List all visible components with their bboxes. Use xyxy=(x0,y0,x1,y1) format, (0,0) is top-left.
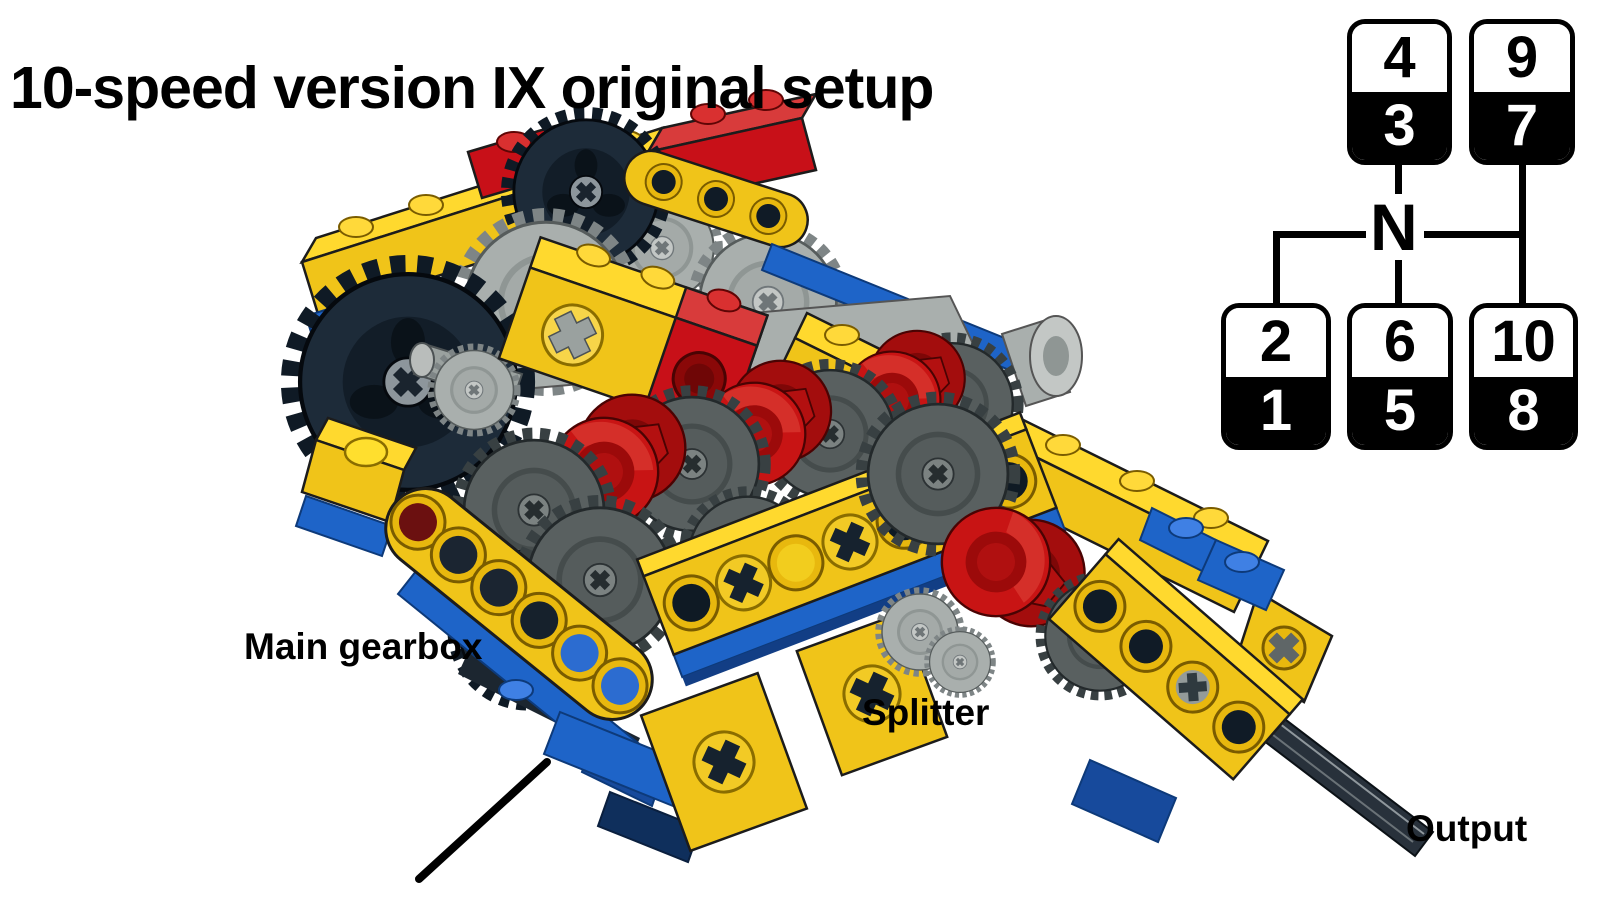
gear-number: 7 xyxy=(1474,92,1570,160)
output-end-brick xyxy=(1047,537,1305,782)
blue-1x2-top xyxy=(1196,538,1286,612)
hanging-brick xyxy=(639,671,809,853)
page-title: 10-speed version IX original setup xyxy=(10,54,934,121)
gear-number: 6 xyxy=(1352,308,1448,377)
gear-number: 3 xyxy=(1352,92,1447,160)
gear-number: 1 xyxy=(1226,376,1326,445)
front-liftarm xyxy=(384,486,654,722)
label-main-gearbox: Main gearbox xyxy=(244,626,483,667)
blue-plate-bottom-right xyxy=(1070,758,1178,844)
gear-number: 5 xyxy=(1352,376,1448,445)
gray-clutch-cylinder xyxy=(1000,315,1083,408)
front-top-brick xyxy=(497,235,770,439)
clutch-shaft xyxy=(459,315,1083,585)
top-right-liftarm xyxy=(623,149,809,249)
label-output: Output xyxy=(1406,808,1528,849)
shift-line xyxy=(1273,231,1280,306)
gear-number: 4 xyxy=(1352,24,1447,92)
splitter-assembly xyxy=(863,399,1435,858)
gear-number: 8 xyxy=(1474,376,1573,445)
gear-number: 10 xyxy=(1474,308,1573,377)
shift-line xyxy=(1273,231,1373,238)
shift-line xyxy=(1395,256,1402,306)
gate-4-3: 4 3 xyxy=(1347,19,1452,165)
gear-number: 9 xyxy=(1474,24,1570,92)
gate-9-7: 9 7 xyxy=(1469,19,1575,165)
gate-10-8: 10 8 xyxy=(1469,303,1578,450)
navy-plate-bottom xyxy=(596,790,702,864)
gate-2-1: 2 1 xyxy=(1221,303,1331,450)
shift-line xyxy=(1395,165,1402,205)
splitter-light-gear xyxy=(927,629,993,695)
pointer-line xyxy=(415,758,551,883)
shift-line xyxy=(1424,231,1526,238)
shift-line xyxy=(1519,165,1526,306)
gear-number: 2 xyxy=(1226,308,1326,377)
label-splitter: Splitter xyxy=(862,692,990,733)
gate-6-5: 6 5 xyxy=(1347,303,1453,450)
neutral-label: N xyxy=(1366,194,1422,260)
